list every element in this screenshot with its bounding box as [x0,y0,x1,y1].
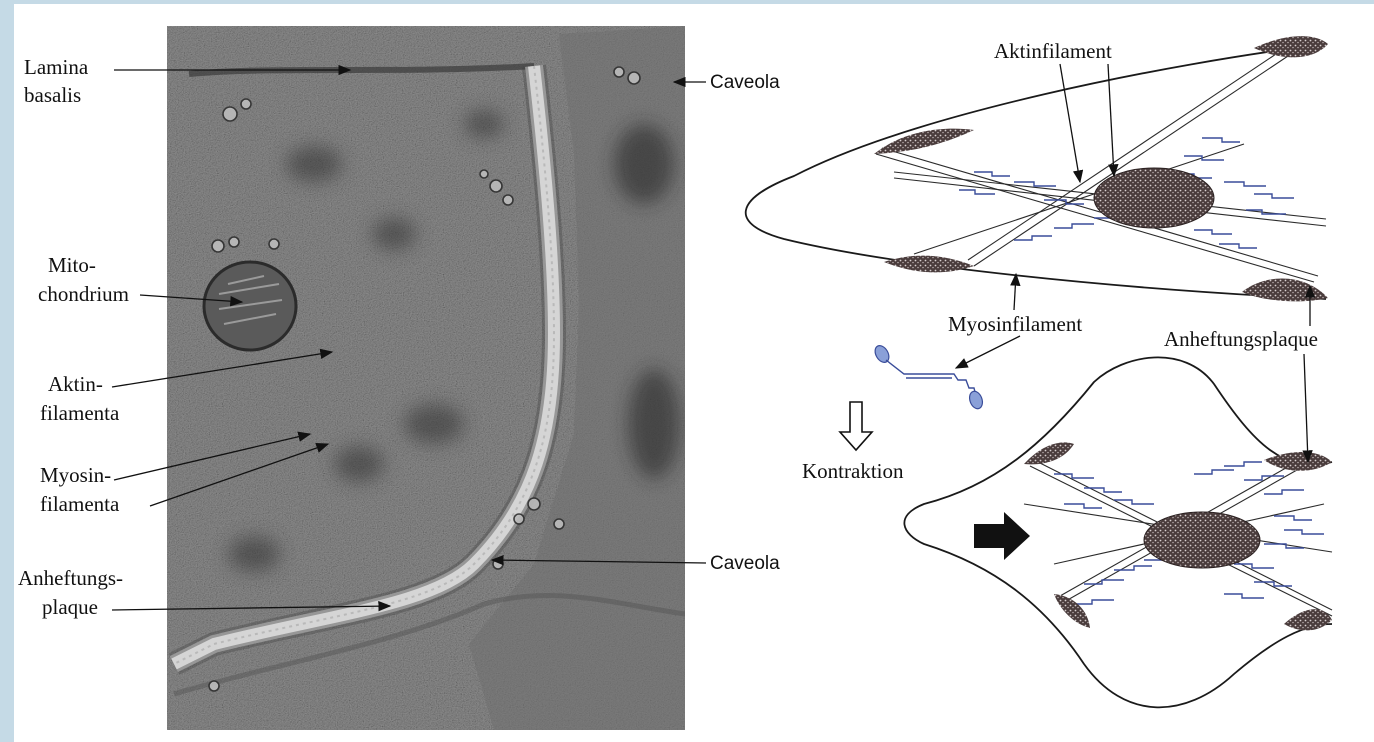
svg-text:Anheftungs-: Anheftungs- [18,566,123,590]
electron-micrograph [167,26,685,730]
svg-text:Myosin-: Myosin- [40,463,111,487]
myosin-molecule-icon [872,343,984,410]
svg-text:Aktinfilament: Aktinfilament [994,39,1112,63]
svg-text:Lamina: Lamina [24,55,89,79]
svg-text:Anheftungsplaque: Anheftungsplaque [1164,327,1318,351]
pointer-line [1014,274,1016,310]
contracted-cell-diagram [904,357,1332,707]
pointer-line [1304,354,1308,462]
svg-text:Kontraktion: Kontraktion [802,459,904,483]
svg-text:filamenta: filamenta [40,492,120,516]
svg-text:Aktin-: Aktin- [48,372,103,396]
contraction-arrow-icon [840,402,872,450]
svg-text:plaque: plaque [42,595,98,619]
svg-text:Caveola: Caveola [710,553,780,574]
svg-text:basalis: basalis [24,83,81,107]
svg-text:filamenta: filamenta [40,401,120,425]
svg-text:Mito-: Mito- [48,253,96,277]
mitochondrium [204,262,296,350]
label-kontraktion: Kontraktion [802,459,904,483]
svg-text:chondrium: chondrium [38,282,129,306]
svg-text:Caveola: Caveola [710,72,780,93]
figure-canvas: Lamina basalis Caveola Mito- chondrium A… [14,4,1374,742]
relaxed-cell-diagram [746,36,1328,301]
svg-text:Myosinfilament: Myosinfilament [948,312,1082,336]
label-caveola-top: Caveola [674,72,780,93]
label-myosinfilament: Myosinfilament [948,274,1082,368]
pointer-line [956,336,1020,368]
